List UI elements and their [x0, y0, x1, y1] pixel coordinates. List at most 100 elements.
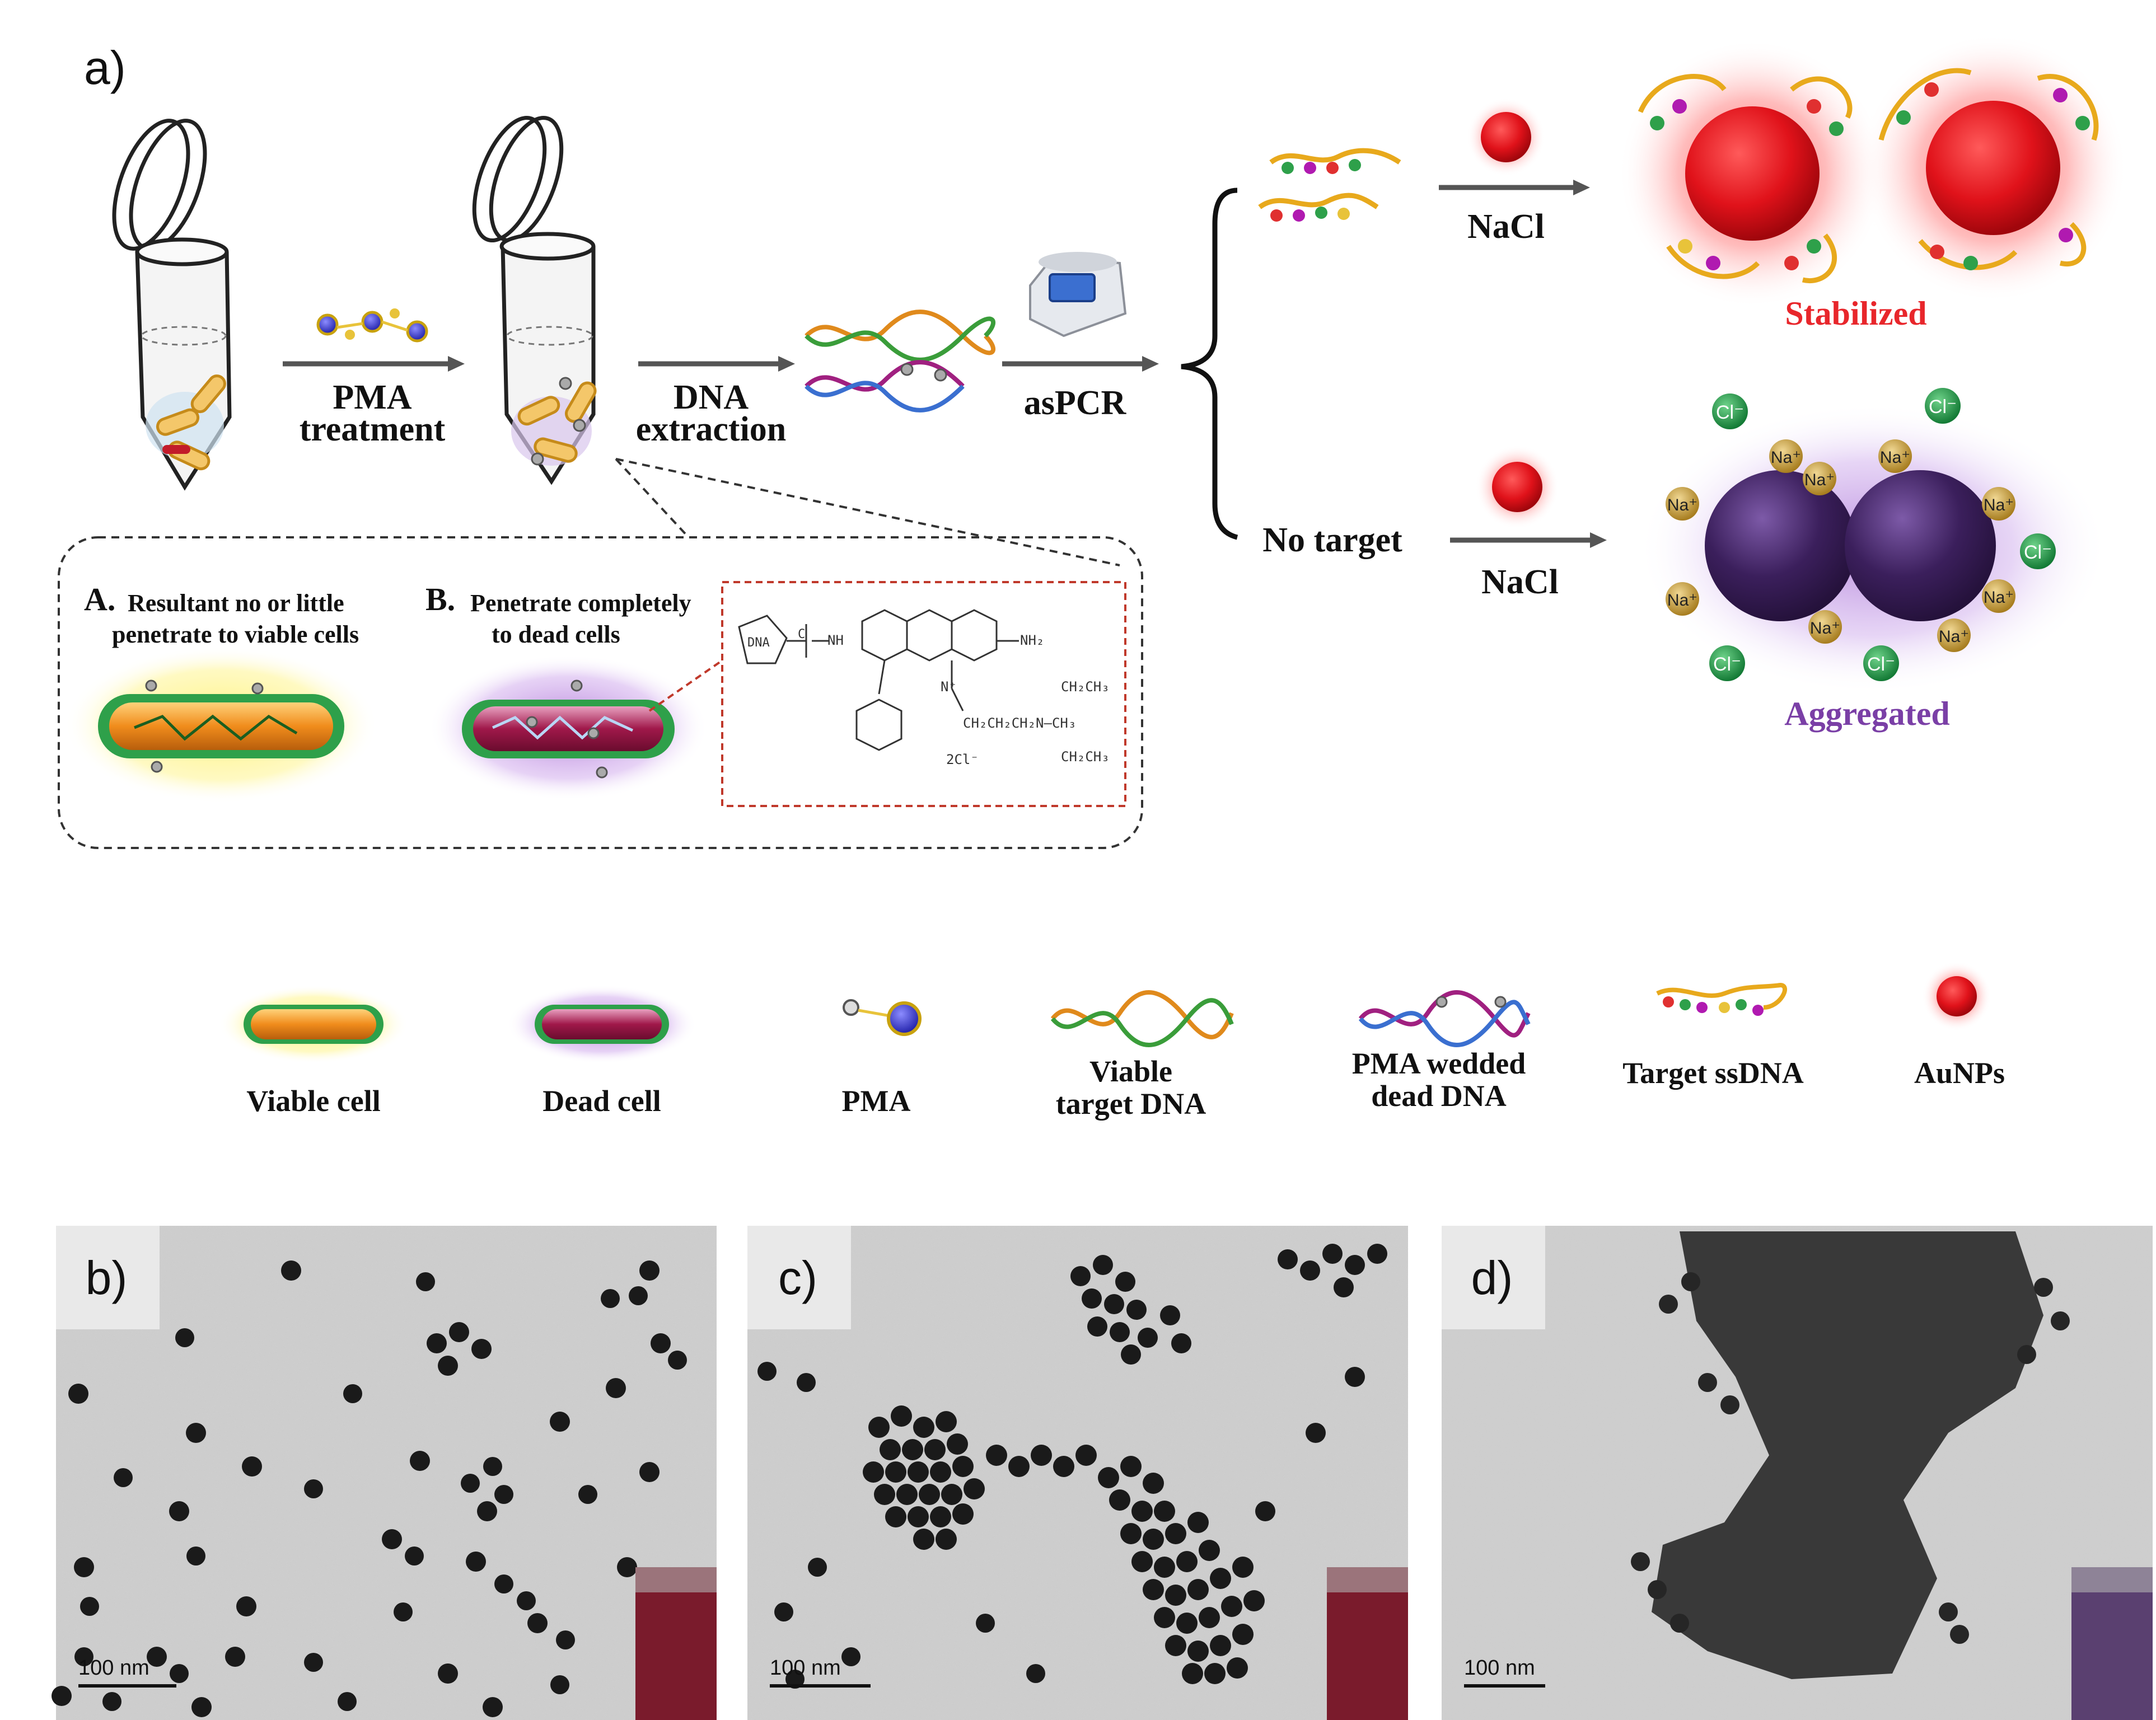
structure-box: [721, 581, 1126, 807]
na-ion-1: Na⁺: [1769, 439, 1803, 473]
legend-ssdna: Target ssDNA: [1622, 982, 1804, 1090]
arrow-aspcr: [1002, 356, 1159, 372]
cl-ion-1: Cl⁻: [1712, 393, 1748, 429]
arrow-dna-extraction: [638, 356, 795, 372]
cl-ion-4: Cl⁻: [1709, 645, 1745, 681]
legend-viable-dna-line1: Viable: [1089, 1055, 1172, 1088]
inset-b-line2: to dead cells: [492, 621, 620, 648]
aunp-top: [1481, 112, 1531, 162]
tem-panel-d: d) 100 nm: [1442, 1226, 2153, 1720]
legend-viable-dna-line2: target DNA: [1056, 1087, 1206, 1121]
na-ion-4: Na⁺: [1666, 487, 1699, 521]
tem-b-particles: [52, 1260, 687, 1717]
inset-b-line1: Penetrate completely: [470, 589, 691, 617]
legend-pma-label: PMA: [842, 1084, 911, 1118]
inset-pointer-right: [615, 458, 1120, 566]
na-ion-6: Na⁺: [1666, 582, 1699, 616]
tem-c-vial: [1327, 1567, 1408, 1720]
sodium-ions: Na⁺ Na⁺ Na⁺ Na⁺ Na⁺ Na⁺ Na⁺ Na⁺ Na⁺: [1666, 439, 2015, 652]
structure-chain: CH₂CH₂CH₂N–CH₃: [963, 715, 1076, 731]
svg-text:Cl⁻: Cl⁻: [1716, 402, 1744, 423]
svg-text:Na⁺: Na⁺: [1939, 627, 1969, 646]
label-pma: PMA: [333, 378, 411, 416]
target-ssdna: [1258, 148, 1401, 222]
svg-text:Cl⁻: Cl⁻: [2024, 542, 2052, 563]
svg-text:Cl⁻: Cl⁻: [1929, 396, 1957, 418]
structure-nh2: NH₂: [1020, 632, 1044, 648]
label-nacl-bottom: NaCl: [1481, 563, 1559, 601]
pma-structure: [738, 609, 1019, 751]
structure-labels: DNA C NH NH₂ N⁺ CH₂CH₂CH₂N–CH₃ CH₂CH₃ CH…: [747, 627, 1110, 767]
svg-text:Na⁺: Na⁺: [1880, 448, 1910, 467]
pcr-machine-icon: [1029, 252, 1127, 338]
tube-treated: [472, 115, 597, 485]
arrow-nacl-top: [1439, 180, 1590, 195]
inset-b-letter: B.: [425, 581, 455, 617]
legend-viable-dna: Viable target DNA: [1050, 990, 1234, 1121]
svg-text:Na⁺: Na⁺: [1667, 496, 1697, 514]
structure-connector: [648, 659, 723, 712]
tem-d-particles: [1631, 1272, 2070, 1644]
na-ion-8: Na⁺: [1808, 610, 1842, 644]
legend-aunps-label: AuNPs: [1914, 1056, 2005, 1090]
stabilized-aunps: [1618, 34, 2127, 308]
na-ion-7: Na⁺: [1982, 579, 2015, 613]
tem-panel-b: b) 100 nm: [52, 1226, 717, 1720]
label-extraction: extraction: [636, 410, 787, 448]
legend-pma-dna: PMA wedded dead DNA: [1352, 990, 1531, 1113]
panel-label-c: c): [778, 1252, 817, 1304]
na-ion-5: Na⁺: [1982, 487, 2015, 521]
svg-text:Na⁺: Na⁺: [1984, 496, 2014, 514]
branch-brace: [1181, 188, 1238, 540]
tem-c-scale-label: 100 nm: [770, 1656, 841, 1680]
tem-d-aggregate: [1652, 1231, 2043, 1679]
inset-a-letter: A.: [84, 581, 115, 617]
aggregated-aunps: [1638, 403, 2108, 694]
inset-box: [58, 536, 1143, 849]
structure-nh: NH: [827, 632, 844, 648]
inset-pointer-left: [615, 458, 690, 538]
dead-cell-illustration: [428, 655, 708, 800]
legend: Viable cell Dead cell PMA Viable target …: [218, 962, 2005, 1121]
tem-d-vial: [2071, 1567, 2153, 1720]
svg-text:Na⁺: Na⁺: [1984, 588, 2014, 607]
structure-ch2ch3-top: CH₂CH₃: [1061, 679, 1110, 695]
cl-ion-2: Cl⁻: [1925, 388, 1961, 424]
tube-untreated: [112, 119, 232, 491]
label-stabilized: Stabilized: [1785, 295, 1926, 332]
legend-aunps: AuNPs: [1914, 962, 2005, 1090]
viable-cell-illustration: [64, 646, 378, 803]
structure-dna: DNA: [747, 636, 770, 650]
label-dna: DNA: [674, 378, 749, 416]
arrow-pma-treatment: [283, 356, 465, 372]
tem-b-vial: [635, 1567, 717, 1720]
svg-text:Cl⁻: Cl⁻: [1713, 654, 1741, 675]
na-ion-3: Na⁺: [1878, 439, 1912, 473]
svg-text:Na⁺: Na⁺: [1810, 619, 1840, 638]
inset-a-line2: penetrate to viable cells: [112, 621, 359, 648]
label-aggregated: Aggregated: [1784, 695, 1950, 732]
arrow-nacl-bottom: [1450, 532, 1607, 548]
label-no-target: No target: [1262, 521, 1402, 559]
tem-panel-c: c) 100 nm: [747, 1226, 1408, 1720]
structure-n-plus: N⁺: [941, 679, 957, 695]
na-ion-9: Na⁺: [1937, 618, 1971, 652]
tem-d-scale-label: 100 nm: [1464, 1656, 1535, 1680]
label-treatment: treatment: [300, 410, 446, 448]
legend-dead-cell: Dead cell: [507, 985, 697, 1118]
legend-dead-cell-label: Dead cell: [542, 1084, 661, 1118]
chloride-ions: Cl⁻ Cl⁻ Cl⁻ Cl⁻ Cl⁻: [1709, 388, 2056, 681]
legend-viable-cell: Viable cell: [218, 985, 409, 1118]
panel-label-b: b): [86, 1252, 128, 1304]
legend-pma-dna-line1: PMA wedded: [1352, 1047, 1526, 1080]
structure-ch2ch3-bottom: CH₂CH₃: [1061, 749, 1110, 765]
legend-ssdna-label: Target ssDNA: [1622, 1056, 1804, 1090]
structure-counter-ion: 2Cl⁻: [946, 752, 979, 767]
legend-pma-dna-line2: dead DNA: [1371, 1079, 1507, 1113]
svg-text:Na⁺: Na⁺: [1804, 471, 1835, 489]
structure-c: C: [798, 627, 805, 641]
aunp-bottom: [1492, 462, 1542, 512]
cl-ion-5: Cl⁻: [1863, 645, 1899, 681]
svg-text:Na⁺: Na⁺: [1667, 591, 1697, 610]
